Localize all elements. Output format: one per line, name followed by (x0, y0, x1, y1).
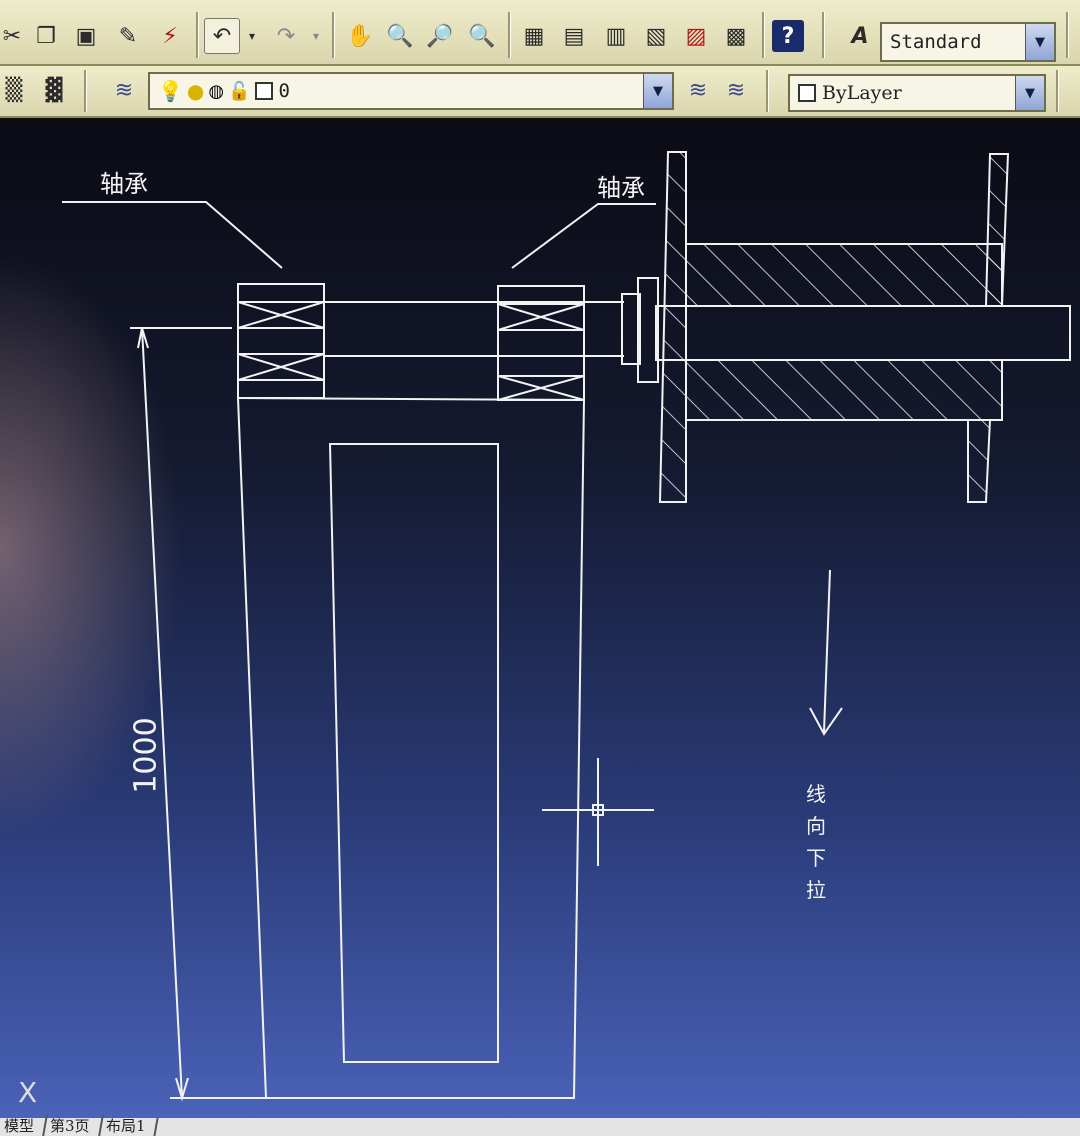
dimension-line (141, 327, 183, 1099)
tab-page-3[interactable]: 第3页 (42, 1115, 102, 1136)
toolbar-separator (508, 12, 510, 58)
color-swatch (798, 84, 816, 102)
tab-model[interactable]: 模型 (0, 1115, 46, 1136)
chevron-down-icon[interactable]: ▼ (1025, 24, 1054, 60)
drawing-canvas[interactable]: 轴承 轴承 1000 线向下拉 X (0, 118, 1080, 1118)
coupling-flange (637, 277, 659, 383)
layer-previous-state-icon[interactable]: ≋ (726, 77, 746, 103)
tab-layout-1[interactable]: 布局1 (97, 1115, 157, 1136)
layer-on-icon[interactable]: 💡 (158, 79, 183, 103)
undo-icon[interactable]: ↶ (204, 18, 240, 54)
redo-dropdown-icon[interactable]: ▾ (312, 29, 320, 43)
zoom-window-icon[interactable]: 🔎 (426, 23, 454, 49)
paste-icon[interactable]: ▣ (75, 23, 97, 49)
drawing-geometry (62, 151, 1071, 1102)
layer-previous-icon[interactable]: ▓ (45, 77, 63, 103)
spool-hub-upper (685, 243, 1003, 307)
text-style-select[interactable]: Standard ▼ (880, 22, 1056, 62)
layer-freeze-icon[interactable]: ● (186, 79, 205, 103)
layer-color-swatch (254, 82, 273, 100)
copy-icon[interactable]: ❐ (36, 23, 56, 49)
quickcalc-icon[interactable]: ▩ (725, 23, 747, 49)
toolbar-separator (84, 70, 86, 112)
make-object-layer-current-icon[interactable]: ≋ (688, 77, 708, 103)
pull-direction-note: 线向下拉 (806, 782, 826, 902)
text-style-icon[interactable]: A (851, 23, 869, 49)
pull-direction-arrow (823, 569, 831, 733)
toolbar-separator (1056, 70, 1058, 112)
output-shaft (655, 305, 1071, 361)
spool-left-flange (658, 151, 687, 503)
layer-properties-icon[interactable]: ≋ (114, 77, 134, 103)
color-control-select[interactable]: ByLayer ▼ (788, 74, 1046, 112)
bearing-label-right: 轴承 (597, 174, 645, 202)
spool-hub-lower (685, 359, 1003, 421)
leader-line-right (511, 203, 656, 269)
coupling-collar (621, 293, 641, 365)
chevron-down-icon[interactable]: ▼ (643, 74, 672, 108)
pan-icon[interactable]: ✋ (346, 23, 374, 49)
toolbar-separator (196, 12, 198, 58)
tab-page-3-label: 第3页 (50, 1117, 90, 1135)
cut-icon[interactable]: ✂ (2, 23, 22, 49)
block-edit-icon[interactable]: ⚡ (162, 23, 178, 49)
layer-control-select[interactable]: 💡 ● ◍ 🔓 0 ▼ (148, 72, 674, 110)
bearing-label-left: 轴承 (100, 170, 148, 198)
toolbar-separator (762, 12, 764, 58)
design-center-icon[interactable]: ▤ (563, 23, 585, 49)
current-layer-name: 0 (278, 80, 290, 102)
layer-lock-icon[interactable]: 🔓 (228, 80, 251, 102)
layer-viewport-freeze-icon[interactable]: ◍ (208, 80, 225, 102)
standard-toolbar: ✂ ❐ ▣ ✎ ⚡ ↶ ▾ ↷ ▾ ✋ 🔍 🔎 🔍 ▦ ▤ ▥ ▧ ▨ ▩ ? … (0, 0, 1080, 66)
tool-palettes-icon[interactable]: ▥ (605, 23, 627, 49)
dimension-value: 1000 (128, 717, 164, 794)
toolbar-separator (1066, 12, 1068, 58)
toolbar-separator (822, 12, 824, 58)
match-properties-icon[interactable]: ✎ (118, 23, 138, 49)
redo-icon[interactable]: ↷ (276, 23, 296, 49)
zoom-previous-icon[interactable]: 🔍 (468, 23, 496, 49)
toolbar-separator (766, 70, 768, 112)
layout-tabs: 模型 第3页 布局1 (0, 1115, 1080, 1136)
layer-states-icon[interactable]: ▒ (5, 77, 23, 103)
text-style-value: Standard (890, 31, 982, 53)
properties-icon[interactable]: ▦ (523, 23, 545, 49)
undo-dropdown-icon[interactable]: ▾ (248, 29, 256, 43)
frame-window (328, 443, 499, 1063)
spool-right-flange-bottom (967, 419, 992, 503)
leader-line-left (62, 201, 283, 269)
tab-model-label: 模型 (4, 1117, 35, 1135)
chevron-down-icon[interactable]: ▼ (1015, 76, 1044, 110)
toolbar-separator (332, 12, 334, 58)
spool-right-flange-top (984, 153, 1010, 307)
markup-icon[interactable]: ▨ (685, 23, 707, 49)
color-control-value: ByLayer (822, 82, 902, 104)
sheet-set-icon[interactable]: ▧ (645, 23, 667, 49)
layers-toolbar: ▒ ▓ ≋ 💡 ● ◍ 🔓 0 ▼ ≋ ≋ ByLayer ▼ (0, 66, 1080, 118)
zoom-realtime-icon[interactable]: 🔍 (386, 23, 414, 49)
ucs-axis-label: X (18, 1076, 38, 1109)
tab-end-divider (153, 1118, 173, 1136)
help-icon[interactable]: ? (772, 20, 804, 52)
tab-layout-1-label: 布局1 (105, 1117, 146, 1135)
frame-outline (237, 397, 585, 1099)
